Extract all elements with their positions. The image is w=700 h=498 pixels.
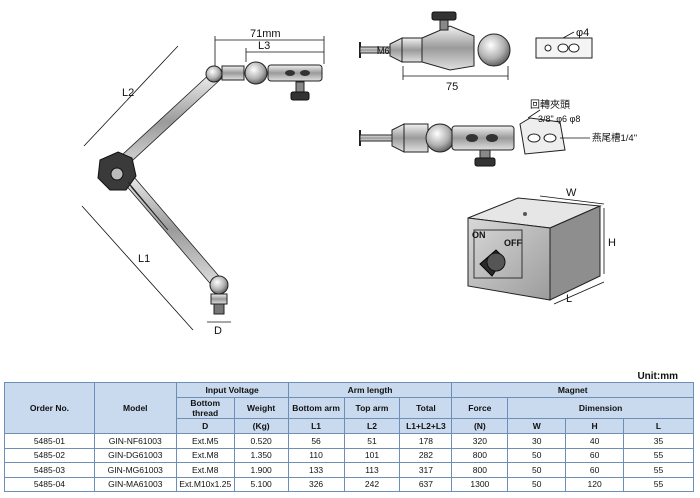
label-d: D bbox=[214, 325, 222, 337]
cell-model: GIN-MA61003 bbox=[93, 476, 177, 492]
label-l2: L2 bbox=[122, 87, 134, 99]
cell-weight: 5.100 bbox=[233, 476, 289, 492]
cell-model: GIN-MG61003 bbox=[93, 462, 177, 478]
cell-dim-h: 60 bbox=[565, 447, 625, 463]
cell-dim-h: 120 bbox=[565, 476, 625, 492]
cell-bottom-thread: Ext.M8 bbox=[175, 447, 235, 463]
cell-dim-w: 30 bbox=[507, 433, 567, 449]
cell-dim-l: 55 bbox=[623, 476, 694, 492]
product-drawing: 71mm L3 L2 L1 D M6 75 φ4 bbox=[81, 11, 637, 337]
cell-order-no: 5485-04 bbox=[4, 476, 95, 492]
cell-total: 637 bbox=[399, 476, 453, 492]
label-l1: L1 bbox=[138, 253, 150, 265]
cell-total: 178 bbox=[399, 433, 453, 449]
cell-weight: 0.520 bbox=[233, 433, 289, 449]
cell-order-no: 5485-03 bbox=[4, 462, 95, 478]
header-kg: (Kg) bbox=[233, 418, 289, 434]
cell-bottom-arm: 133 bbox=[287, 462, 345, 478]
cell-top-arm: 101 bbox=[343, 447, 401, 463]
header-input-voltage: Input Voltage bbox=[175, 382, 289, 398]
header-w: W bbox=[507, 418, 567, 434]
clamp-detail-top bbox=[359, 11, 511, 80]
cell-bottom-thread: Ext.M10x1.25 bbox=[175, 476, 235, 492]
cell-total: 317 bbox=[399, 462, 453, 478]
cell-dim-h: 60 bbox=[565, 462, 625, 478]
cell-top-arm: 242 bbox=[343, 476, 401, 492]
label-phi4: φ4 bbox=[576, 27, 589, 39]
cell-bottom-arm: 326 bbox=[287, 476, 345, 492]
cell-dim-w: 50 bbox=[507, 476, 567, 492]
articulated-arm bbox=[97, 61, 323, 315]
header-force: Force bbox=[451, 397, 509, 419]
label-75: 75 bbox=[446, 81, 458, 93]
label-l3: L3 bbox=[258, 40, 270, 52]
label-rotary-clamp: 回轉夾頭 bbox=[530, 98, 570, 111]
header-top-arm: Top arm bbox=[343, 397, 401, 419]
cell-bottom-arm: 110 bbox=[287, 447, 345, 463]
label-l: L bbox=[566, 293, 572, 305]
header-bottom-arm: Bottom arm bbox=[287, 397, 345, 419]
spec-table: Order No. Model Input Voltage Arm length… bbox=[4, 382, 694, 492]
header-h: H bbox=[565, 418, 625, 434]
header-weight: Weight bbox=[233, 397, 289, 419]
header-l1: L1 bbox=[287, 418, 345, 434]
cell-force: 1300 bbox=[451, 476, 509, 492]
cell-weight: 1.350 bbox=[233, 447, 289, 463]
cell-dim-l: 55 bbox=[623, 462, 694, 478]
cell-bottom-thread: Ext.M5 bbox=[175, 433, 235, 449]
clamp-detail-middle bbox=[359, 109, 590, 167]
arm-dimension-lines bbox=[81, 36, 325, 331]
cell-force: 800 bbox=[451, 462, 509, 478]
label-clamp-sizes: 3/8" φ6 φ8 bbox=[538, 114, 580, 124]
cell-dim-w: 50 bbox=[507, 447, 567, 463]
magnetic-base bbox=[467, 195, 605, 305]
header-l2: L2 bbox=[343, 418, 401, 434]
label-h: H bbox=[608, 237, 616, 249]
cell-dim-l: 55 bbox=[623, 447, 694, 463]
cell-model: GIN-DG61003 bbox=[93, 447, 177, 463]
cell-bottom-arm: 56 bbox=[287, 433, 345, 449]
cell-force: 800 bbox=[451, 447, 509, 463]
header-l1l2l3: L1+L2+L3 bbox=[399, 418, 453, 434]
cell-order-no: 5485-01 bbox=[4, 433, 95, 449]
header-dimension: Dimension bbox=[507, 397, 694, 419]
cell-dim-l: 35 bbox=[623, 433, 694, 449]
header-arm-length: Arm length bbox=[287, 382, 453, 398]
header-order-no: Order No. bbox=[4, 382, 95, 434]
cell-dim-h: 40 bbox=[565, 433, 625, 449]
label-71mm: 71mm bbox=[250, 28, 281, 40]
cell-order-no: 5485-02 bbox=[4, 447, 95, 463]
cell-weight: 1.900 bbox=[233, 462, 289, 478]
header-model: Model bbox=[93, 382, 177, 434]
label-m6: M6 bbox=[377, 46, 390, 56]
label-off: OFF bbox=[504, 238, 522, 248]
header-bottom-thread: Bottom thread bbox=[175, 397, 235, 419]
header-total: Total bbox=[399, 397, 453, 419]
cell-top-arm: 113 bbox=[343, 462, 401, 478]
cell-force: 320 bbox=[451, 433, 509, 449]
label-dovetail: 燕尾槽1/4" bbox=[592, 132, 637, 144]
clamp-plate bbox=[535, 31, 593, 59]
cell-model: GIN-NF61003 bbox=[93, 433, 177, 449]
header-n: (N) bbox=[451, 418, 509, 434]
label-w: W bbox=[566, 187, 577, 199]
cell-dim-w: 50 bbox=[507, 462, 567, 478]
label-on: ON bbox=[472, 230, 486, 240]
unit-label: Unit:mm bbox=[637, 371, 678, 382]
cell-top-arm: 51 bbox=[343, 433, 401, 449]
header-d: D bbox=[175, 418, 235, 434]
header-l: L bbox=[623, 418, 694, 434]
cell-total: 282 bbox=[399, 447, 453, 463]
header-magnet: Magnet bbox=[451, 382, 694, 398]
cell-bottom-thread: Ext.M8 bbox=[175, 462, 235, 478]
